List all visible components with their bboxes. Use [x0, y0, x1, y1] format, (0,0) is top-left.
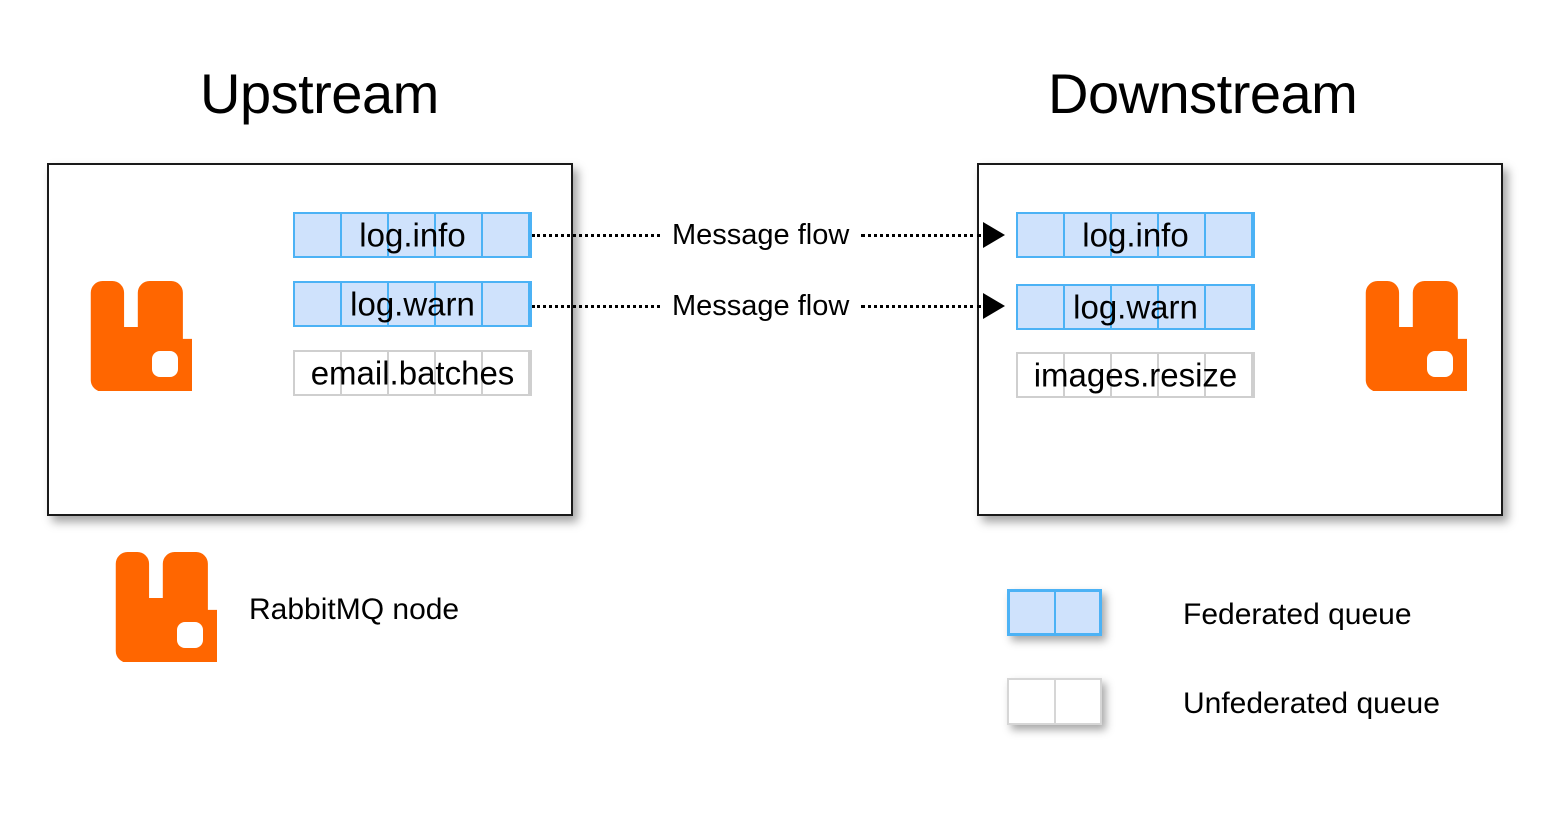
queue-cell [295, 352, 342, 394]
arrow-right-icon [983, 222, 1006, 248]
arrow-right-icon [983, 293, 1006, 319]
queue-cell [389, 283, 436, 325]
queue-cell [1018, 214, 1065, 256]
queue-cell [1065, 354, 1112, 396]
legend-swatch-unfederated-queue [1007, 678, 1102, 725]
legend-label-unfederated-queue: Unfederated queue [1183, 687, 1440, 720]
legend-label-rabbitmq-node: RabbitMQ node [249, 593, 460, 626]
queue-cell [1112, 214, 1159, 256]
queue-cell [1159, 354, 1206, 396]
rabbitmq-logo-icon [90, 281, 192, 391]
message-flow-log-info: Message flow [532, 218, 1016, 251]
queue-cell [483, 352, 530, 394]
flow-label: Message flow [672, 218, 850, 251]
queue-cell [1112, 354, 1159, 396]
queue-cell [1206, 286, 1253, 328]
upstream-title: Upstream [200, 62, 439, 125]
queue-cell [1159, 214, 1206, 256]
flow-dotted-line [532, 233, 660, 237]
queue-cell [1206, 354, 1253, 396]
queue-cell [1065, 214, 1112, 256]
flow-label: Message flow [672, 289, 850, 322]
flow-dotted-line [532, 304, 660, 308]
queue-cell [295, 283, 342, 325]
queue-images-resize-downstream[interactable]: images.resize [1016, 352, 1255, 398]
queue-cell [342, 352, 389, 394]
queue-cell [1018, 286, 1065, 328]
queue-log-warn-downstream[interactable]: log.warn [1016, 284, 1255, 330]
queue-log-info-downstream[interactable]: log.info [1016, 212, 1255, 258]
downstream-title: Downstream [1048, 62, 1358, 125]
queue-cell [1159, 286, 1206, 328]
queue-cell [436, 214, 483, 256]
legend-swatch-federated-queue [1007, 589, 1102, 636]
rabbitmq-logo-icon [1365, 281, 1467, 391]
queue-log-warn-upstream[interactable]: log.warn [293, 281, 532, 327]
queue-cell [483, 283, 530, 325]
queue-cell [1056, 680, 1101, 723]
queue-cell [389, 214, 436, 256]
queue-cell [436, 283, 483, 325]
queue-log-info-upstream[interactable]: log.info [293, 212, 532, 258]
queue-cell [1206, 214, 1253, 256]
queue-cell [295, 214, 342, 256]
flow-dotted-line [861, 233, 982, 237]
queue-cell [389, 352, 436, 394]
message-flow-log-warn: Message flow [532, 289, 1016, 322]
queue-cell [1065, 286, 1112, 328]
queue-cell [436, 352, 483, 394]
rabbitmq-logo-icon [115, 552, 217, 662]
queue-cell [483, 214, 530, 256]
queue-cell [342, 283, 389, 325]
flow-dotted-line [861, 304, 982, 308]
queue-cell [1018, 354, 1065, 396]
legend-label-federated-queue: Federated queue [1183, 598, 1412, 631]
queue-cell [1010, 592, 1056, 633]
queue-cell [1112, 286, 1159, 328]
queue-cell [342, 214, 389, 256]
queue-cell [1009, 680, 1056, 723]
queue-cell [1056, 592, 1100, 633]
queue-email-batches-upstream[interactable]: email.batches [293, 350, 532, 396]
